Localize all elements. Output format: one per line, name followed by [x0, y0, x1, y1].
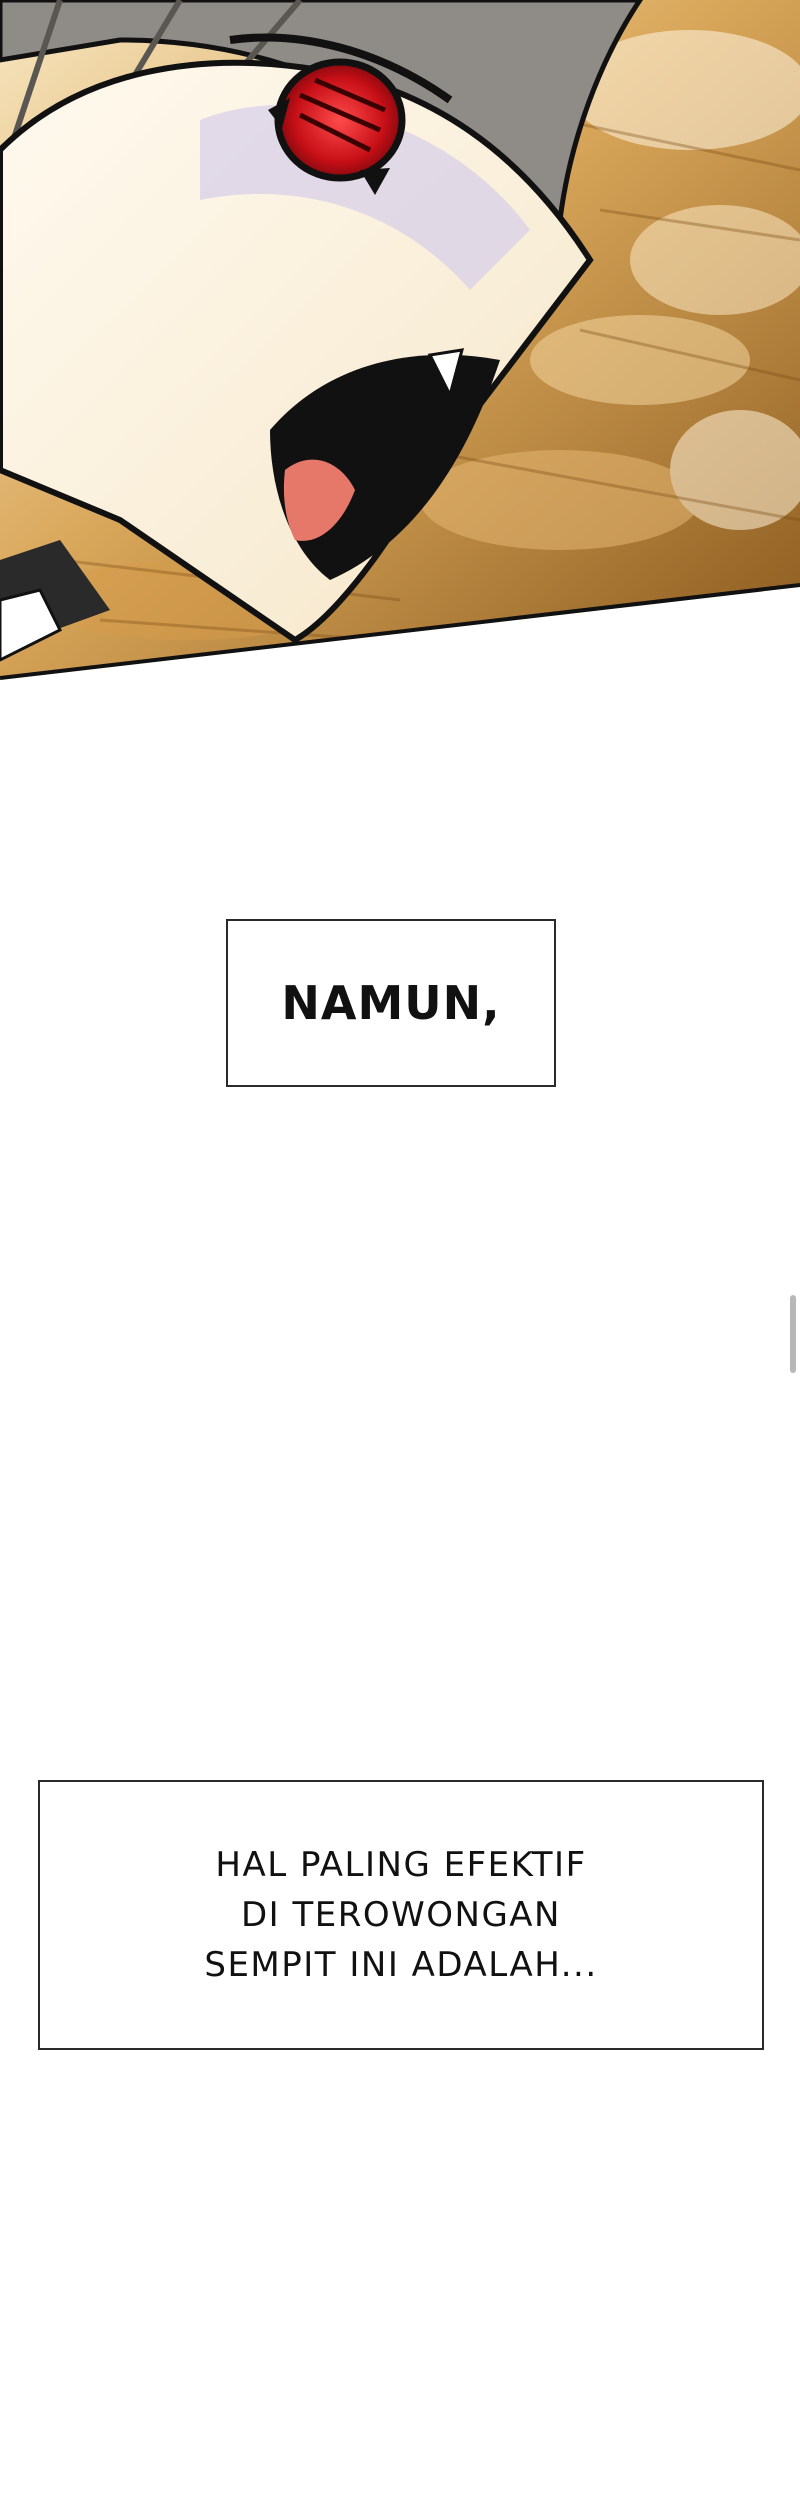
panel-border-line [0, 583, 800, 680]
fang [427, 348, 465, 400]
mouth-inner [283, 459, 355, 541]
panel-edge-white [0, 585, 800, 690]
caption-2-line-1: HAL PALING EFEKTIF [215, 1845, 587, 1885]
face-shadow [200, 104, 530, 290]
comic-panel-illustration [0, 0, 800, 690]
narration-caption-1: NAMUN, [226, 919, 556, 1087]
red-eye [268, 58, 406, 195]
caption-text-1: NAMUN, [281, 976, 501, 1030]
smoke-clouds [40, 30, 800, 640]
vertical-scrollbar-thumb[interactable] [790, 1295, 796, 1373]
caption-text-2: HAL PALING EFEKTIF DI TEROWONGAN SEMPIT … [204, 1840, 597, 1990]
caption-2-line-2: DI TEROWONGAN [240, 1895, 561, 1935]
caption-2-line-3: SEMPIT INI ADALAH... [204, 1945, 598, 1985]
eyebrow [229, 33, 453, 104]
narration-caption-2: HAL PALING EFEKTIF DI TEROWONGAN SEMPIT … [38, 1780, 764, 2050]
